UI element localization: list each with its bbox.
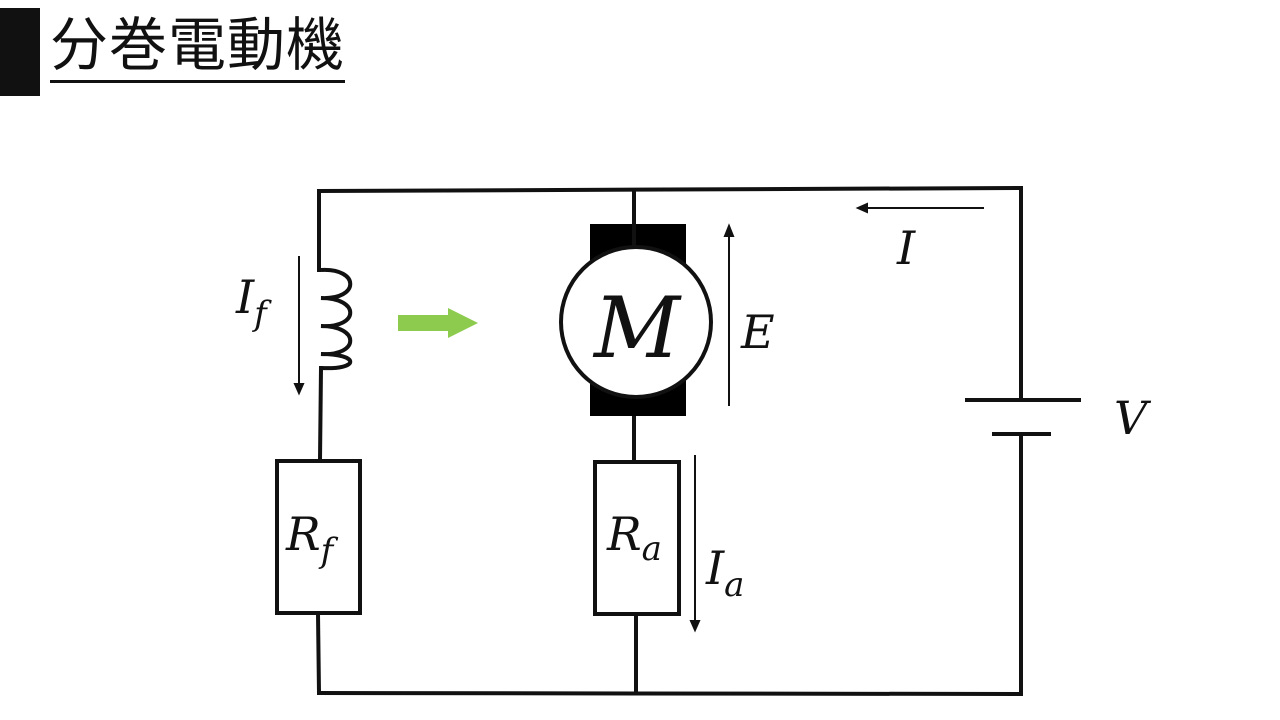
- wire-left-mid: [317, 365, 324, 463]
- line-current-label: I: [896, 221, 916, 275]
- field-resistor: [275, 459, 362, 615]
- motor-symbol: [559, 245, 713, 399]
- wire-bottom: [316, 690, 1024, 697]
- emf-arrowhead-icon: [723, 223, 735, 237]
- line-current-arrowhead-icon: [855, 202, 868, 214]
- wire-left-bottom: [315, 611, 322, 696]
- motor-label: M: [592, 279, 682, 377]
- page-title: 分巻電動機: [50, 10, 346, 83]
- armature-current-label: Ia: [705, 541, 744, 605]
- field-current-arrowhead-icon: [293, 383, 305, 396]
- source-voltage-label: V: [1114, 391, 1152, 445]
- back-emf-label: E: [740, 305, 775, 359]
- armature-resistor-label: Ra: [606, 507, 662, 569]
- field-current-label: If: [235, 270, 272, 334]
- wire-top: [316, 185, 1024, 194]
- field-coil-inductor: [320, 267, 353, 371]
- armature-current-arrowhead-icon: [689, 620, 701, 633]
- armature-resistor: [593, 460, 681, 616]
- flux-arrow-icon: [398, 308, 478, 338]
- title-accent-bar: [0, 8, 40, 96]
